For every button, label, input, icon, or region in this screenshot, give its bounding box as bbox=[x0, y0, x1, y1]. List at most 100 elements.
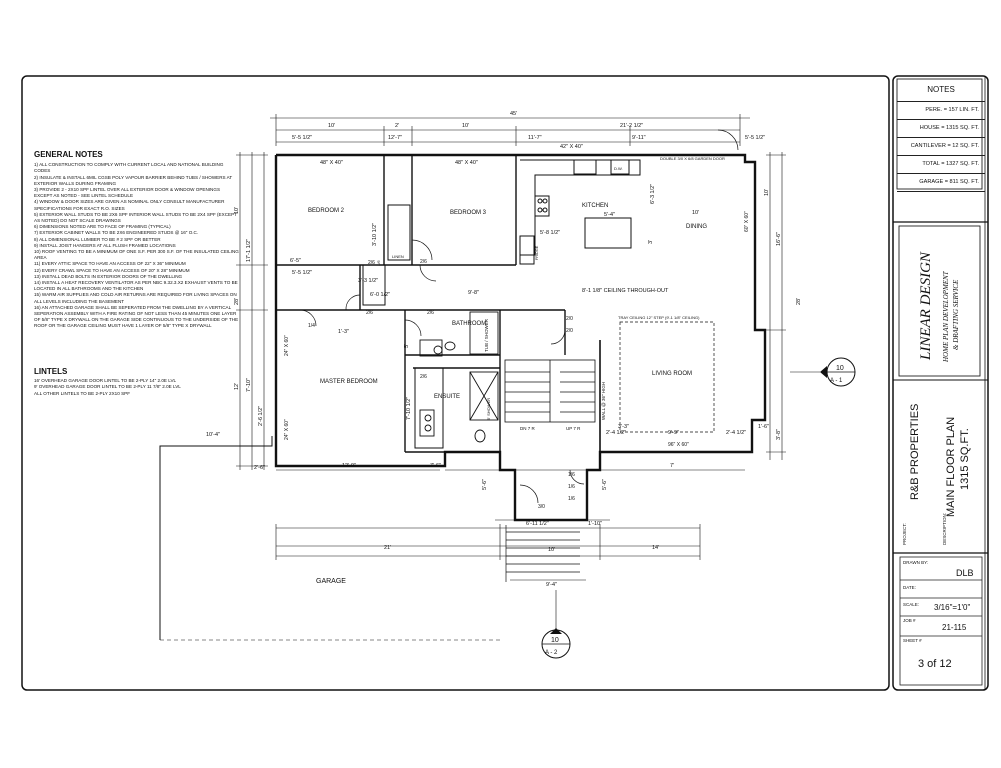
entry-steps bbox=[505, 525, 580, 582]
lintels-heading: LINTELS bbox=[34, 367, 68, 376]
general-note-16: 16) AN ATTACHED GARAGE SHALL BE SEPERATE… bbox=[34, 304, 239, 329]
door-2-6-d: 2/6 bbox=[427, 310, 434, 316]
sheet-value: 3 of 12 bbox=[918, 658, 952, 670]
dim-t4: 21'-2 1/2" bbox=[620, 123, 643, 129]
window-bedroom2: 48" X 40" bbox=[320, 160, 343, 166]
dim-b1: 12'-9" bbox=[342, 463, 356, 469]
dim-r4: 3'-8" bbox=[776, 429, 782, 440]
dim-b5: 1'-10" bbox=[588, 521, 602, 527]
dim-r2: 16'-6" bbox=[776, 232, 782, 246]
logo-name: LINEAR DESIGN bbox=[918, 251, 934, 361]
dim-l5: 7'-10" bbox=[246, 378, 252, 392]
door-3-0: 3/0 bbox=[538, 504, 545, 510]
tray-ceiling-outline bbox=[619, 321, 715, 433]
general-note-6: 6) DIMENSIONS NOTED ARE TO FACE OF FRAMI… bbox=[34, 224, 171, 230]
dim-l8: 2'-6" bbox=[254, 465, 265, 471]
general-note-9: 9) INSTALL JOIST HANGERS AT ALL FLUSH FR… bbox=[34, 242, 176, 248]
dim-t1: 10' bbox=[328, 123, 335, 129]
description-area: 1315 SQ.FT. bbox=[959, 428, 971, 490]
date-label: DATE: bbox=[903, 585, 916, 590]
dim-r5: 5'-6" bbox=[602, 479, 608, 490]
dim-t7: 11'-7" bbox=[528, 135, 542, 141]
door-2-0-a: 2/0 bbox=[566, 316, 573, 322]
dim-b9: 9'-4" bbox=[546, 582, 557, 588]
dim-b4: 6'-11 1/2" bbox=[526, 521, 549, 527]
fridge-label: FRIDGE bbox=[535, 245, 539, 260]
general-note-7: 7) EXTERIOR CABINET WALLS TO BE 2X6 ENGI… bbox=[34, 230, 199, 236]
description-label: DESCRIPTION: bbox=[942, 513, 947, 545]
dim-l2: 17'-1 1/2" bbox=[246, 239, 252, 262]
section-right-sheet: A - 1 bbox=[830, 378, 843, 384]
notes-panel: NOTES PERE. = 157 LIN. FT. HOUSE = 1315 … bbox=[897, 79, 985, 192]
dim-i19: 3'-3" bbox=[618, 424, 629, 430]
sheet-border bbox=[21, 75, 890, 691]
logo-tagline-2: & DRAFTING SERVICE bbox=[952, 279, 960, 350]
dim-i18: 1'-6" bbox=[758, 424, 769, 430]
dim-t8: 9'-11" bbox=[632, 135, 646, 141]
dim-i15: 9'-9" bbox=[668, 430, 679, 436]
dim-i8: 10' bbox=[692, 210, 699, 216]
logo-tagline-1: HOME PLAN DEVELOPMENT bbox=[942, 270, 950, 363]
linen-label: LINEN bbox=[392, 254, 404, 259]
dim-i13: 5'-5 1/2" bbox=[292, 270, 312, 276]
logo-frame bbox=[898, 225, 981, 377]
door-2-6-a: 2/6 bbox=[420, 259, 427, 265]
dim-t3: 10' bbox=[462, 123, 469, 129]
notes-panel-frame bbox=[896, 78, 983, 190]
dim-i3: 3'-3 1/2" bbox=[358, 278, 378, 284]
section-mark-right bbox=[790, 357, 856, 387]
general-note-11: 11) EVERY ATTIC SPACE TO HAVE AN ACCESS … bbox=[34, 261, 186, 267]
lintel-3: ALL OTHER LINTELS TO BE 2-PLY 2X10 SPF bbox=[34, 390, 130, 396]
door-1-6-a: 1/6 bbox=[568, 472, 575, 478]
general-note-10: 10) ROOF VENTING TO BE A MINIMUM OF ONE … bbox=[34, 249, 239, 261]
garden-door-label: DOUBLE 3/0 X 6/8 GARDEN DOOR bbox=[660, 156, 725, 161]
window-kitchen: 42" X 40" bbox=[560, 144, 583, 150]
dim-l4: 12' bbox=[234, 383, 240, 390]
garage-wall-left bbox=[159, 436, 273, 640]
dimension-ticks bbox=[236, 114, 786, 560]
section-mark-bottom bbox=[541, 628, 571, 659]
general-note-1: 1) ALL CONSTRUCTION TO COMPLY WITH CURRE… bbox=[34, 162, 224, 174]
general-note-13: 13) INSTALL DEAD BOLTS IN EXTERIOR DOORS… bbox=[34, 273, 183, 279]
sheet-label: SHEET # bbox=[903, 638, 922, 643]
wall-high-label: WALL @ 36" HIGH bbox=[601, 382, 606, 420]
job-value: 21-115 bbox=[942, 623, 967, 632]
dim-i17: 2'-4 1/2" bbox=[726, 430, 746, 436]
door-1-6-b: 1/6 bbox=[568, 484, 575, 490]
window-dining: 60" X 60" bbox=[744, 211, 750, 232]
room-bathroom: BATHROOM bbox=[452, 321, 486, 327]
dim-b8: 14' bbox=[652, 545, 659, 551]
dim-i9: 6'-3 1/2" bbox=[650, 184, 656, 204]
lintel-2: 9' OVERHEAD GARAGE DOOR LINTEL TO BE 2-P… bbox=[34, 384, 181, 390]
window-master-2: 24" X 60" bbox=[284, 419, 290, 440]
dim-i6: 5'-4" bbox=[604, 212, 615, 218]
room-bedroom-3: BEDROOM 3 bbox=[450, 210, 487, 216]
dim-r1: 10' bbox=[764, 189, 770, 196]
room-bedroom-2: BEDROOM 2 bbox=[308, 208, 345, 214]
note-total: TOTAL = 1327 SQ. FT. bbox=[897, 156, 985, 174]
room-kitchen: KITCHEN bbox=[582, 203, 608, 209]
general-note-14: 14) INSTALL A HEAT RECOVERY VENTILATOR A… bbox=[34, 280, 238, 292]
dim-i7: 5'-8 1/2" bbox=[540, 230, 560, 236]
dim-b6: 10' bbox=[548, 547, 555, 553]
door-2-6-c: 2/6 bbox=[366, 310, 373, 316]
dishwasher-label: D.W. bbox=[614, 166, 623, 171]
dim-i1: 6'-5" bbox=[290, 258, 301, 264]
dim-i4: 6'-0 1/2" bbox=[370, 292, 390, 298]
project-name: R&B PROPERTIES bbox=[909, 404, 921, 500]
dim-b2: 7'-6" bbox=[430, 463, 441, 469]
dim-overall-top: 45' bbox=[510, 111, 517, 117]
window-bedroom3: 48" X 40" bbox=[455, 160, 478, 166]
window-living: 96" X 60" bbox=[668, 442, 689, 448]
tub-shower-label: TUB / SHOWER bbox=[484, 318, 489, 352]
dim-b3: 7' bbox=[670, 463, 674, 469]
dim-i16: 2'-4 1/2" bbox=[606, 430, 626, 436]
project-label: PROJECT: bbox=[902, 523, 907, 545]
note-perimeter: PERE. = 157 LIN. FT. bbox=[897, 102, 985, 120]
note-cantilever: CANTILEVER = 12 SQ. FT. bbox=[897, 138, 985, 156]
door-1-4: 1/4 bbox=[308, 323, 315, 329]
general-note-5: 5) EXTERIOR WALL STUDS TO BE 2X6 SPF INT… bbox=[34, 211, 237, 224]
dim-t2: 2' bbox=[395, 123, 399, 129]
ceiling-note: 8'-1 1/8" CEILING THROUGH-OUT bbox=[582, 288, 669, 294]
door-2-0-b: 2/0 bbox=[566, 328, 573, 334]
